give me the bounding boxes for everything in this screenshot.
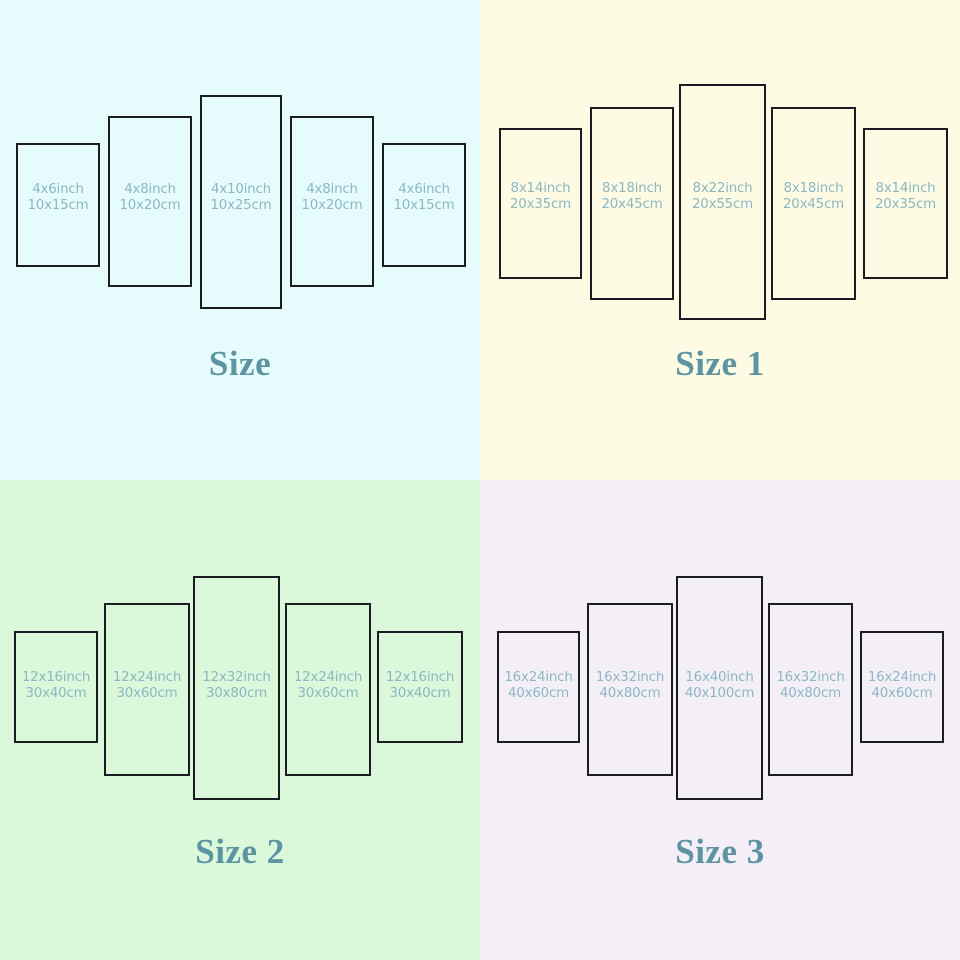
canvas-frame[interactable] bbox=[382, 143, 466, 267]
frame-size-centimeters: 40x100cm bbox=[684, 685, 755, 701]
frame-size-centimeters: 30x60cm bbox=[297, 685, 359, 701]
frame-size-inches: 4x8inch bbox=[306, 182, 358, 197]
frame-size-centimeters: 20x55cm bbox=[691, 196, 753, 212]
canvas-frame[interactable] bbox=[676, 576, 763, 800]
quadrant-title-size-1: Size 1 bbox=[675, 344, 765, 383]
frame-size-inches: 8x18inch bbox=[602, 181, 662, 196]
frame-size-centimeters: 10x25cm bbox=[210, 197, 272, 213]
frame-size-centimeters: 30x40cm bbox=[389, 685, 451, 701]
frame-size-centimeters: 20x45cm bbox=[601, 196, 663, 212]
frame-size-centimeters: 30x60cm bbox=[116, 685, 178, 701]
frame-size-centimeters: 20x45cm bbox=[782, 196, 844, 212]
frame-size-inches: 8x22inch bbox=[692, 181, 753, 196]
frame-size-centimeters: 10x20cm bbox=[301, 197, 363, 213]
canvas-frame[interactable] bbox=[587, 603, 673, 776]
canvas-frame[interactable] bbox=[860, 631, 944, 743]
frame-size-centimeters: 20x35cm bbox=[509, 196, 571, 212]
frame-size-centimeters: 10x15cm bbox=[393, 197, 455, 213]
canvas-frame[interactable] bbox=[771, 107, 856, 300]
frame-size-centimeters: 20x35cm bbox=[874, 196, 936, 212]
quadrant-title-size-3: Size 3 bbox=[675, 832, 765, 871]
frame-size-inches: 16x32inch bbox=[776, 670, 845, 685]
frame-size-centimeters: 40x60cm bbox=[507, 685, 569, 701]
frame-size-centimeters: 40x60cm bbox=[871, 685, 933, 701]
frame-size-centimeters: 40x80cm bbox=[779, 685, 841, 701]
frame-size-inches: 12x32inch bbox=[202, 670, 271, 685]
canvas-frame[interactable] bbox=[108, 116, 192, 287]
frame-size-inches: 16x32inch bbox=[595, 670, 665, 685]
canvas-frame[interactable] bbox=[768, 603, 853, 776]
canvas-frame[interactable] bbox=[14, 631, 98, 743]
canvas-frame[interactable] bbox=[497, 631, 580, 743]
canvas-frame[interactable] bbox=[200, 95, 282, 309]
frame-size-inches: 8x14inch bbox=[875, 181, 936, 196]
frame-size-inches: 4x10inch bbox=[211, 182, 271, 197]
frame-size-inches: 12x24inch bbox=[112, 670, 182, 685]
frame-size-inches: 4x6inch bbox=[32, 182, 84, 197]
canvas-frame[interactable] bbox=[104, 603, 190, 776]
frame-size-inches: 12x16inch bbox=[21, 670, 91, 685]
frame-size-centimeters: 30x80cm bbox=[205, 685, 267, 701]
frame-size-centimeters: 40x80cm bbox=[599, 685, 661, 701]
frame-size-centimeters: 30x40cm bbox=[25, 685, 87, 701]
frame-size-inches: 12x24inch bbox=[293, 670, 363, 685]
frame-size-centimeters: 10x20cm bbox=[119, 197, 181, 213]
canvas-frame[interactable] bbox=[590, 107, 674, 300]
canvas-frame[interactable] bbox=[193, 576, 280, 800]
canvas-frame[interactable] bbox=[499, 128, 582, 279]
quadrant-title-size: Size bbox=[208, 344, 272, 383]
frame-size-inches: 16x24inch bbox=[504, 670, 573, 685]
canvas-frame[interactable] bbox=[679, 84, 766, 320]
frame-size-centimeters: 10x15cm bbox=[27, 197, 89, 213]
canvas-frame[interactable] bbox=[377, 631, 463, 743]
canvas-frame[interactable] bbox=[16, 143, 100, 267]
frame-size-inches: 16x40inch bbox=[685, 670, 754, 685]
canvas-frame[interactable] bbox=[290, 116, 374, 287]
frame-size-inches: 16x24inch bbox=[867, 670, 937, 685]
quadrant-title-size-2: Size 2 bbox=[195, 832, 285, 871]
frame-size-inches: 12x16inch bbox=[385, 670, 455, 685]
canvas-frame[interactable] bbox=[863, 128, 948, 279]
canvas-frame[interactable] bbox=[285, 603, 371, 776]
frame-size-inches: 4x6inch bbox=[398, 182, 450, 197]
frame-size-inches: 4x8inch bbox=[124, 182, 176, 197]
frame-size-inches: 8x18inch bbox=[783, 181, 844, 196]
frame-size-inches: 8x14inch bbox=[510, 181, 571, 196]
